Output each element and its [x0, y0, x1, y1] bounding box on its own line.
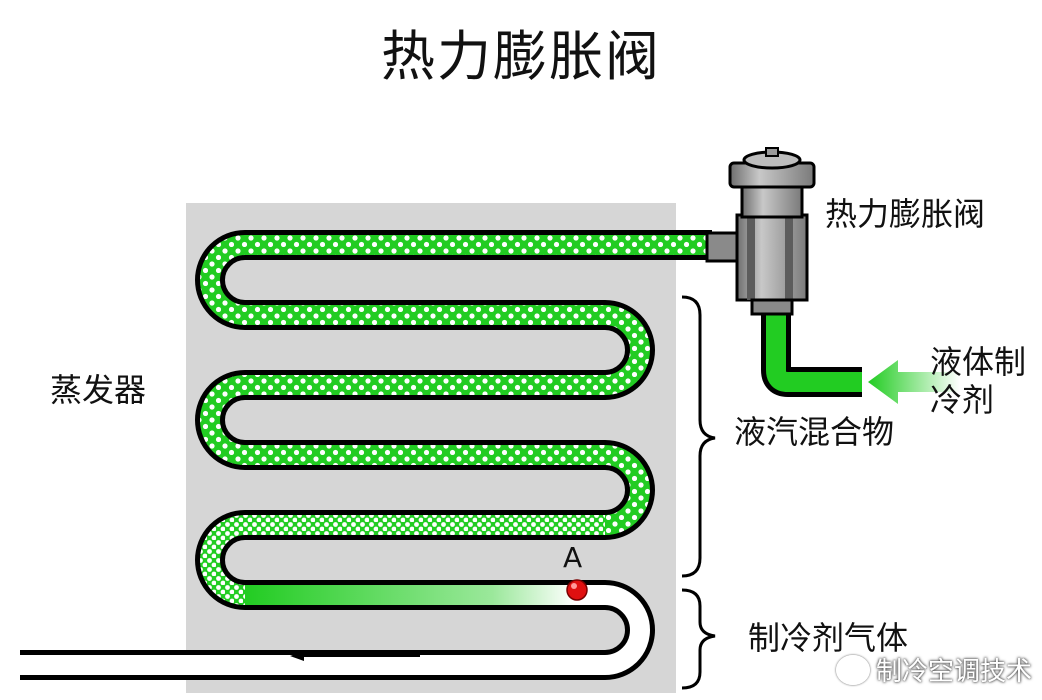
liquid-refrigerant-label-line1: 液体制: [930, 343, 1027, 381]
coil-mixture-dense: [200, 515, 605, 605]
mixture-brace: [681, 295, 716, 578]
coil-evaporating-section: [245, 585, 575, 605]
liquid-inlet-pipe-outline: [761, 310, 862, 397]
gas-label: 制冷剂气体: [748, 619, 909, 657]
valve-label: 热力膨胀阀: [825, 195, 986, 233]
liquid-refrigerant-label-line2: 冷剂: [930, 381, 995, 419]
gas-flow-arrowhead: [290, 651, 304, 661]
liquid-inlet-pipe: [766, 310, 862, 392]
sensing-point-a: [566, 579, 588, 601]
liquid-inflow-arrow: [868, 360, 960, 404]
evaporator-label: 蒸发器: [50, 371, 147, 409]
coil-gas: [20, 585, 650, 675]
expansion-valve: [705, 147, 816, 316]
watermark-text: 制冷空调技术: [875, 657, 1032, 687]
watermark: 制冷空调技术: [835, 651, 1032, 688]
wechat-logo-icon: [835, 654, 870, 685]
gas-brace: [681, 588, 716, 690]
page-title: 热力膨胀阀: [381, 25, 661, 88]
mixture-label: 液汽混合物: [734, 413, 895, 451]
coil-mixture: [200, 235, 712, 535]
point-a-label: A: [563, 541, 583, 574]
